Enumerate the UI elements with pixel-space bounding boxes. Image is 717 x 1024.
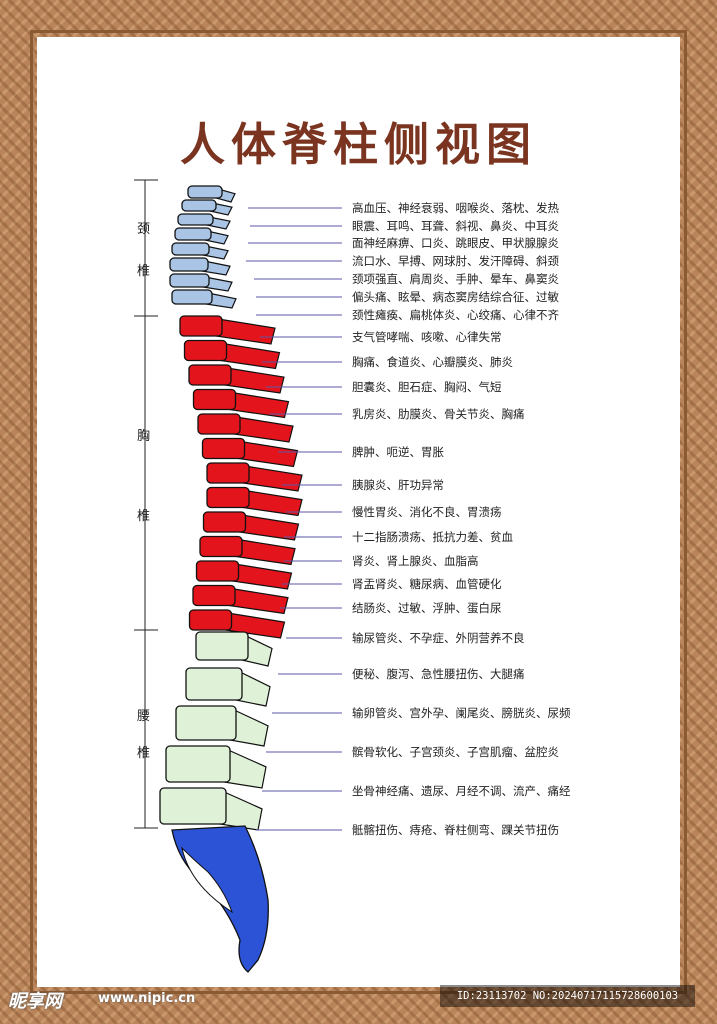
thoracic-vertebra-2-body (183, 339, 228, 362)
poster-paper (37, 37, 680, 987)
annotation-9: 胸痛、食道炎、心瓣膜炎、肺炎 (352, 355, 513, 369)
thoracic-vertebra-10-body (199, 535, 243, 558)
thoracic-vertebra-4-body (192, 388, 237, 411)
region-label-thoracic-1: 胸 (137, 429, 151, 444)
annotation-10: 胆囊炎、胆石症、胸闷、气短 (352, 380, 502, 394)
annotation-4: 流口水、早搏、网球肘、发汗障碍、斜颈 (352, 254, 559, 268)
thoracic-vertebra-11-process (231, 563, 293, 590)
annotation-12: 脾肿、呃逆、胃胀 (352, 445, 444, 459)
thoracic-vertebra-3-process (224, 367, 285, 394)
annotation-7: 颈性瘫痪、扁桃体炎、心绞痛、心律不齐 (352, 308, 559, 322)
annotation-20: 便秘、腹泻、急性腰扭伤、大腿痛 (352, 667, 525, 681)
lumbar-vertebra-5-body (159, 787, 227, 825)
lumbar-vertebra-1-body (195, 631, 249, 661)
thoracic-vertebra-8-body (206, 486, 250, 509)
thoracic-vertebra-3-body (188, 364, 232, 386)
lumbar-vertebra-4-body (165, 745, 231, 783)
thoracic-vertebra-7-body (206, 462, 250, 484)
thoracic-vertebra-6-body (201, 437, 246, 460)
thoracic-vertebra-12-body (192, 584, 236, 607)
cervical-vertebra-4-body (174, 227, 212, 241)
thoracic-vertebra-2-process (219, 342, 281, 370)
annotation-5: 颈项强直、肩周炎、手肿、晕车、鼻窦炎 (352, 272, 559, 286)
thoracic-vertebra-7-process (242, 465, 303, 492)
annotation-18: 结肠炎、过敏、浮肿、蛋白尿 (352, 601, 502, 615)
annotation-6: 偏头痛、眩晕、病态窦房结综合征、过敏 (352, 290, 559, 304)
region-label-cervical-1: 颈 (137, 222, 151, 237)
sacrum-highlight (181, 846, 233, 914)
watermark-url: www.nipic.cn (98, 991, 196, 1006)
annotation-24: 骶髂扭伤、痔疮、脊柱侧弯、踝关节扭伤 (352, 823, 559, 837)
annotation-23: 坐骨神经痛、遗尿、月经不调、流产、痛经 (352, 784, 571, 798)
thoracic-vertebra-9-process (238, 514, 300, 541)
cervical-vertebra-6-body (169, 257, 209, 272)
thoracic-vertebra-11-body (195, 560, 240, 582)
frame-border (30, 30, 687, 994)
annotation-16: 肾炎、肾上腺炎、血脂高 (352, 554, 479, 568)
thoracic-vertebra-1-process (215, 318, 276, 345)
annotation-19: 输尿管炎、不孕症、外阴营养不良 (352, 631, 525, 645)
watermark-site: 昵享网 (8, 991, 62, 1012)
region-label-lumbar-1: 腰 (137, 709, 151, 724)
region-label-lumbar-2: 椎 (137, 746, 151, 761)
thoracic-vertebra-12-process (228, 587, 289, 615)
thoracic-vertebra-13-body (188, 609, 233, 631)
thoracic-vertebra-5-process (233, 416, 294, 443)
lumbar-vertebra-2-body (185, 667, 243, 701)
annotation-22: 髌骨软化、子宫颈炎、子宫肌瘤、盆腔炎 (352, 745, 559, 759)
annotation-11: 乳房炎、肋膜炎、骨关节炎、胸痛 (352, 407, 525, 421)
cervical-vertebra-1-body (187, 185, 223, 199)
thoracic-vertebra-5-body (197, 413, 241, 435)
region-label-thoracic-2: 椎 (137, 509, 151, 524)
annotation-3: 面神经麻痹、口炎、跳眼皮、甲状腺腺炎 (352, 236, 559, 250)
annotation-14: 慢性胃炎、消化不良、胃溃疡 (352, 505, 502, 519)
page-title: 人体脊柱侧视图 (179, 118, 537, 171)
thoracic-vertebra-9-body (202, 511, 247, 533)
watermark-id: ID:23113702 NO:20240717115728600103 (440, 985, 695, 1007)
annotation-8: 支气管哮喘、咳嗽、心律失常 (352, 330, 502, 344)
annotation-17: 肾盂肾炎、糖尿病、血管硬化 (352, 577, 502, 591)
annotation-1: 高血压、神经衰弱、咽喉炎、落枕、发热 (352, 201, 559, 215)
cervical-vertebra-8-body (171, 289, 213, 305)
cervical-vertebra-3-body (177, 213, 214, 226)
thoracic-vertebra-1-body (179, 315, 223, 337)
annotation-13: 胰腺炎、肝功异常 (352, 478, 444, 492)
lumbar-vertebra-3-body (175, 705, 237, 741)
annotation-2: 眼震、耳鸣、耳聋、斜视、鼻炎、中耳炎 (352, 219, 559, 233)
cervical-vertebra-7-body (169, 273, 210, 288)
cervical-vertebra-2-body (181, 199, 217, 212)
thoracic-vertebra-6-process (237, 440, 299, 468)
cervical-vertebra-5-body (171, 242, 210, 256)
annotation-21: 输卵管炎、宫外孕、阑尾炎、膀胱炎、尿频 (352, 706, 571, 720)
region-label-cervical-2: 椎 (137, 264, 151, 279)
annotation-15: 十二指肠溃疡、抵抗力差、贫血 (352, 530, 513, 544)
